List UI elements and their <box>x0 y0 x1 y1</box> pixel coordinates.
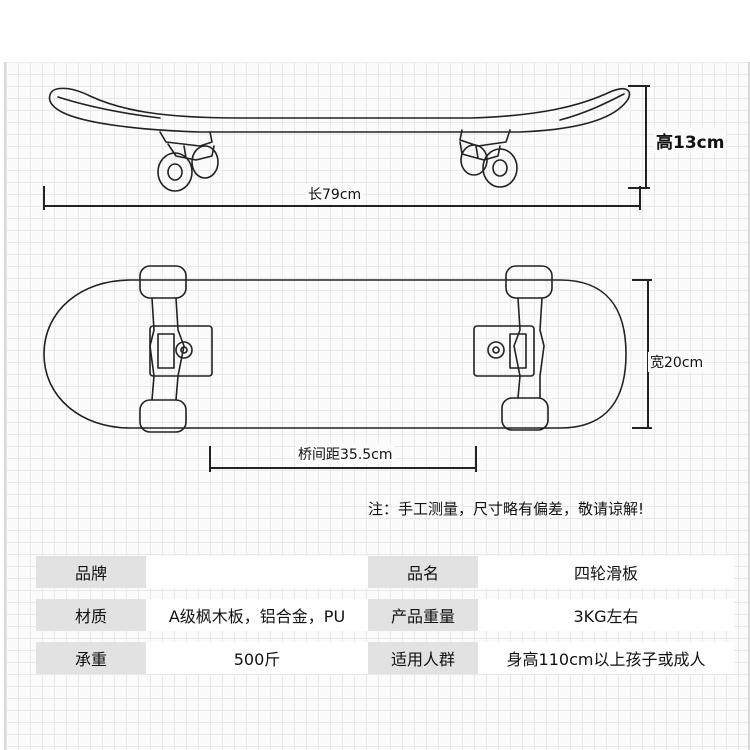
width-label: 宽20cm <box>648 352 706 372</box>
spec-label: 承重 <box>36 642 146 674</box>
spec-row: 品牌 品名 四轮滑板 <box>36 556 736 588</box>
spec-row: 材质 A级枫木板，铝合金，PU 产品重量 3KG左右 <box>36 599 736 631</box>
length-label: 长79cm <box>306 184 364 204</box>
spec-value: 3KG左右 <box>478 599 734 631</box>
wheelbase-label: 桥间距35.5cm <box>296 444 395 464</box>
spec-table: 品牌 品名 四轮滑板 材质 A级枫木板，铝合金，PU 产品重量 3KG左右 承重… <box>36 556 736 685</box>
height-label: 高13cm <box>654 128 727 153</box>
spec-value: 身高110cm以上孩子或成人 <box>478 642 734 674</box>
spec-value <box>146 556 368 588</box>
spec-value: 500斤 <box>146 642 368 674</box>
grid-background <box>4 62 750 750</box>
spec-value: A级枫木板，铝合金，PU <box>146 599 368 631</box>
spec-label: 品牌 <box>36 556 146 588</box>
spec-label: 材质 <box>36 599 146 631</box>
spec-label: 适用人群 <box>368 642 478 674</box>
spec-label: 产品重量 <box>368 599 478 631</box>
spec-value: 四轮滑板 <box>478 556 734 588</box>
measurement-note: 注：手工测量，尺寸略有偏差，敬请谅解! <box>368 500 645 518</box>
spec-row: 承重 500斤 适用人群 身高110cm以上孩子或成人 <box>36 642 736 674</box>
spec-label: 品名 <box>368 556 478 588</box>
